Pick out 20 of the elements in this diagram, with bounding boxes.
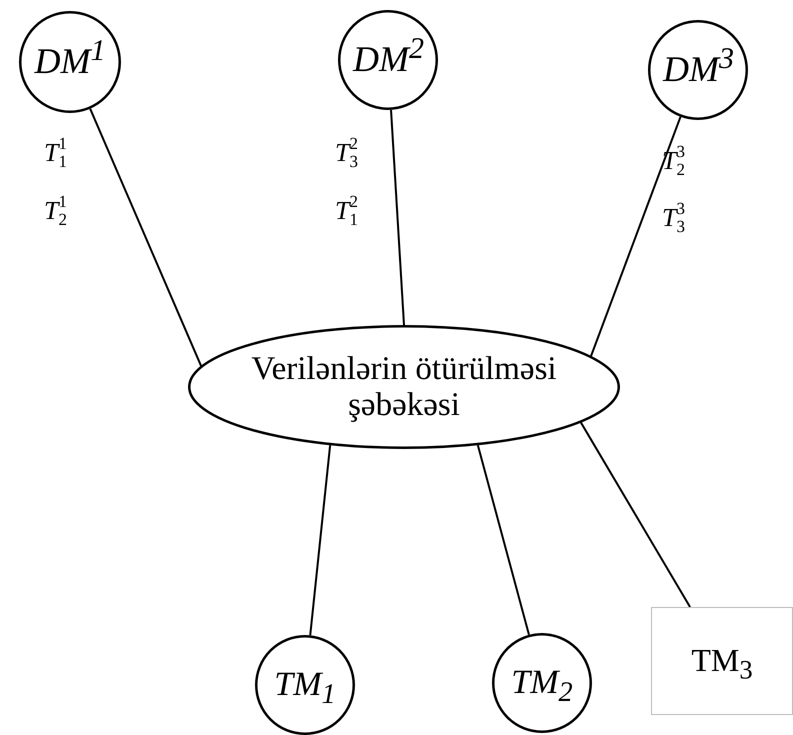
circle-node	[338, 10, 438, 110]
connector-line	[476, 445, 530, 635]
circle-node	[648, 20, 748, 120]
connector-line	[309, 445, 332, 636]
node-label: DM$^{2}$	[353, 40, 423, 80]
box-node	[651, 607, 793, 715]
node-label: TM$_{2}$	[511, 664, 573, 702]
circle-node	[255, 635, 355, 735]
node-label: DM$^{1}$	[34, 42, 106, 82]
circle-node	[19, 11, 121, 113]
node-label: TM$_{3}$	[691, 643, 753, 679]
circle-node	[492, 633, 592, 733]
ellipse-node	[188, 325, 620, 449]
connector-line	[390, 110, 405, 326]
connector-line	[590, 116, 682, 356]
node-label: Verilənlərin ötürülməsi şəbəkəsi	[250, 350, 558, 424]
connector-line	[580, 422, 691, 608]
node-label: TM$_{1}$	[274, 666, 336, 704]
connector-line	[89, 108, 202, 366]
node-label: DM$^{3}$	[663, 50, 733, 90]
